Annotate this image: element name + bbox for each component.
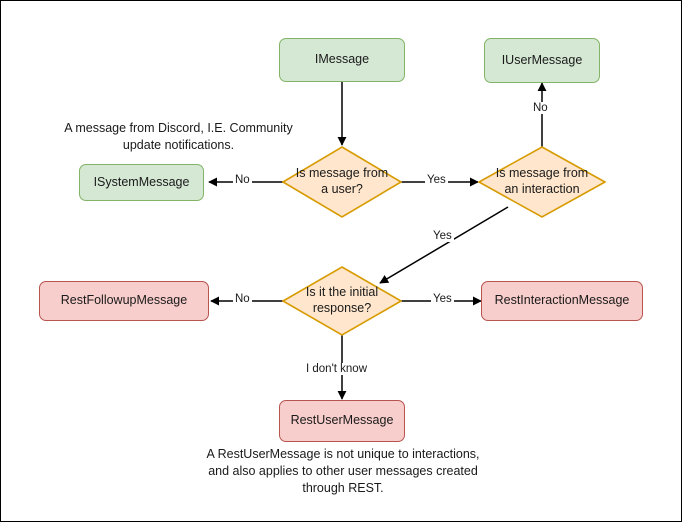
node-is-message-from-a-user[interactable]: Is message from a user? <box>282 146 402 218</box>
node-is-message-from-a-user-label: Is message from a user? <box>295 166 389 196</box>
edge-label-initial-no: No <box>233 293 252 305</box>
edge-label-initial-unknown: I don't know <box>304 363 370 375</box>
note-system-message: A message from Discord, I.E. Community u… <box>64 121 293 152</box>
node-isystemmessage-label: ISystemMessage <box>93 174 190 189</box>
node-isystemmessage[interactable]: ISystemMessage <box>79 164 204 201</box>
node-iusermessage[interactable]: IUserMessage <box>484 38 600 83</box>
node-restusermessage-label: RestUserMessage <box>290 413 394 428</box>
node-is-it-the-initial-response-label: Is it the initial response? <box>305 285 379 315</box>
node-is-it-the-initial-response[interactable]: Is it the initial response? <box>282 266 402 336</box>
diamond-shape <box>282 146 402 218</box>
node-imessage-label: IMessage <box>314 52 370 67</box>
edge-label-user-yes: Yes <box>425 174 448 186</box>
node-restusermessage[interactable]: RestUserMessage <box>279 400 405 442</box>
node-iusermessage-label: IUserMessage <box>501 52 583 67</box>
node-restfollowupmessage[interactable]: RestFollowupMessage <box>39 281 209 321</box>
edge-label-initial-yes: Yes <box>431 293 454 305</box>
edge-label-interaction-yes: Yes <box>431 230 454 242</box>
node-restfollowupmessage-label: RestFollowupMessage <box>60 293 188 308</box>
note-rest-user-message: A RestUserMessage is not unique to inter… <box>206 447 480 495</box>
node-is-message-from-an-interaction-label: Is message from an interaction <box>495 166 589 196</box>
edge-label-user-no: No <box>233 174 252 186</box>
node-restinteractionmessage[interactable]: RestInteractionMessage <box>481 281 643 321</box>
edge-label-interaction-no: No <box>531 102 550 114</box>
node-restinteractionmessage-label: RestInteractionMessage <box>494 293 630 308</box>
node-imessage[interactable]: IMessage <box>279 38 405 82</box>
node-is-message-from-an-interaction[interactable]: Is message from an interaction <box>478 146 606 218</box>
diamond-shape <box>478 146 606 218</box>
